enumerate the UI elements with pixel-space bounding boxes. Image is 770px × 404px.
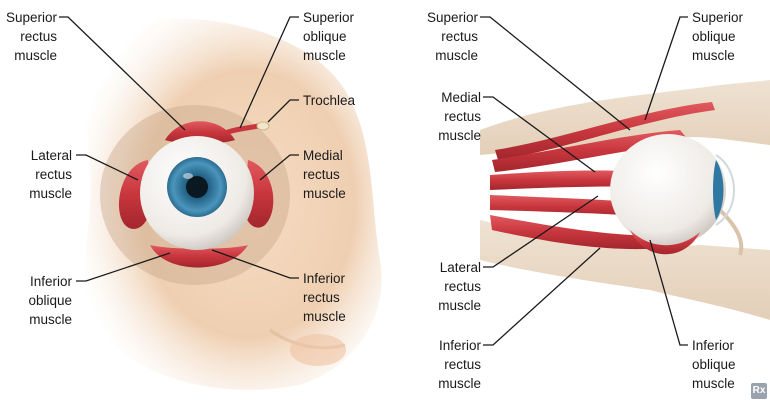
label-left-inferior-oblique: Inferior oblique muscle [0,272,72,329]
label-right-inferior-rectus: Inferior rectus muscle [400,336,481,393]
label-right-lateral-rectus: Lateral rectus muscle [400,258,481,315]
rx-badge: Rx [751,383,767,399]
label-left-trochlea: Trochlea [303,91,355,110]
label-right-superior-rectus: Superior rectus muscle [400,8,478,65]
right-eyeball [610,134,726,246]
label-left-medial-rectus: Medial rectus muscle [303,146,346,203]
label-right-inferior-oblique: Inferior oblique muscle [692,336,736,393]
label-left-superior-rectus: Superior rectus muscle [0,8,57,65]
label-left-inferior-rectus: Inferior rectus muscle [303,269,346,326]
label-left-lateral-rectus: Lateral rectus muscle [0,146,72,203]
label-left-superior-oblique: Superior oblique muscle [303,8,354,65]
label-right-superior-oblique: Superior oblique muscle [692,8,743,65]
label-right-medial-rectus: Medial rectus muscle [400,88,481,145]
left-trochlea [257,122,269,130]
left-pupil [186,176,208,198]
